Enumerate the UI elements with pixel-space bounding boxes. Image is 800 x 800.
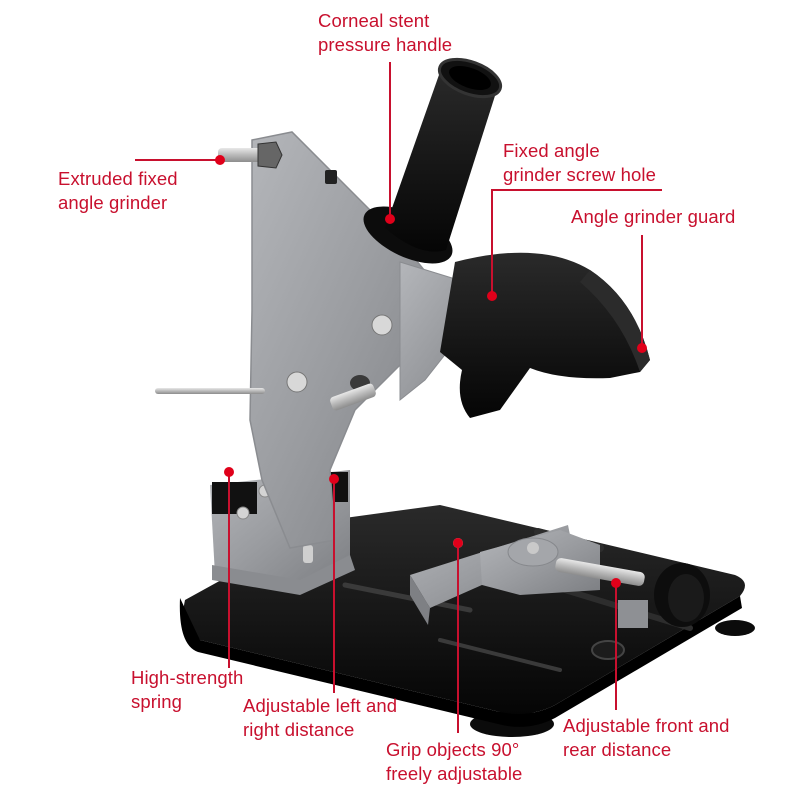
leader-screw-hole <box>491 189 662 296</box>
lock-rod <box>155 388 265 394</box>
callout-guard-label: Angle grinder guard <box>571 206 736 227</box>
callout-spring-label: High-strength spring <box>131 667 244 712</box>
dot-guard <box>637 343 647 353</box>
dot-handle <box>385 214 395 224</box>
callout-extruded-label: Extruded fixed angle grinder <box>58 168 178 213</box>
dot-front-rear <box>611 578 621 588</box>
callout-dots <box>215 155 647 588</box>
dot-extruded <box>215 155 225 165</box>
vise-screw <box>555 558 710 628</box>
dot-spring <box>224 467 234 477</box>
callout-leaders <box>135 62 662 733</box>
dot-screw-hole <box>487 291 497 301</box>
rubber-foot <box>715 620 755 636</box>
dot-left-right <box>329 474 339 484</box>
top-stud <box>218 148 262 162</box>
angle-grinder-guard <box>440 252 650 418</box>
callout-screw-hole-label: Fixed angle grinder screw hole <box>503 140 656 185</box>
callout-left-right-label: Adjustable left and right distance <box>243 695 398 740</box>
vise-fence <box>410 525 600 625</box>
callout-handle-label: Corneal stent pressure handle <box>318 10 453 55</box>
pressure-handle <box>363 57 503 264</box>
callout-front-rear-label: Adjustable front and rear distance <box>563 715 730 760</box>
dot-grip <box>453 538 463 548</box>
callout-grip-label: Grip objects 90° freely adjustable <box>386 739 523 784</box>
